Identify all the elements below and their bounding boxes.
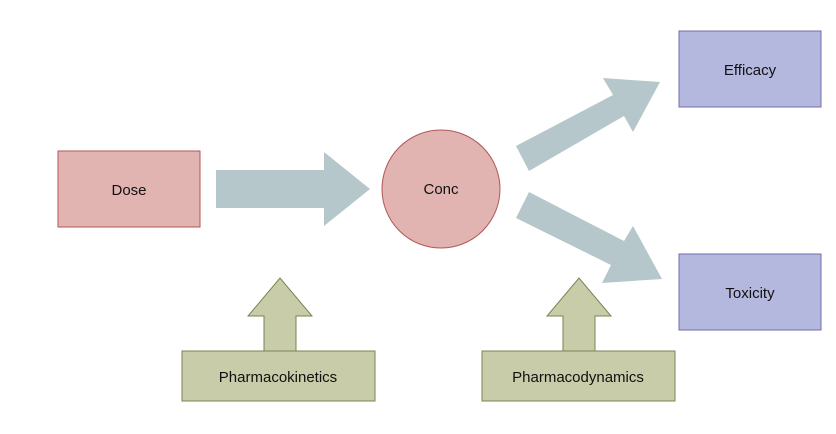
node-dose: Dose [57, 150, 201, 228]
node-pharmacokinetics-label: Pharmacokinetics [219, 369, 337, 386]
node-pharmacodynamics-label: Pharmacodynamics [512, 369, 644, 386]
node-pharmacokinetics: Pharmacokinetics [181, 350, 376, 402]
node-efficacy-label: Efficacy [724, 62, 777, 79]
node-conc: Conc [381, 129, 501, 249]
arrow-conc-to-efficacy [516, 78, 660, 171]
node-pharmacodynamics: Pharmacodynamics [481, 350, 676, 402]
arrow-dose-to-conc [216, 152, 370, 226]
node-dose-label: Dose [111, 182, 146, 199]
arrow-pharmacodynamics-up [545, 277, 613, 352]
node-toxicity-label: Toxicity [725, 285, 775, 302]
node-toxicity: Toxicity [678, 253, 822, 331]
node-efficacy: Efficacy [678, 30, 822, 108]
arrow-conc-to-toxicity [516, 192, 662, 283]
arrow-pharmacokinetics-up [246, 277, 314, 352]
node-conc-label: Conc [423, 181, 459, 198]
